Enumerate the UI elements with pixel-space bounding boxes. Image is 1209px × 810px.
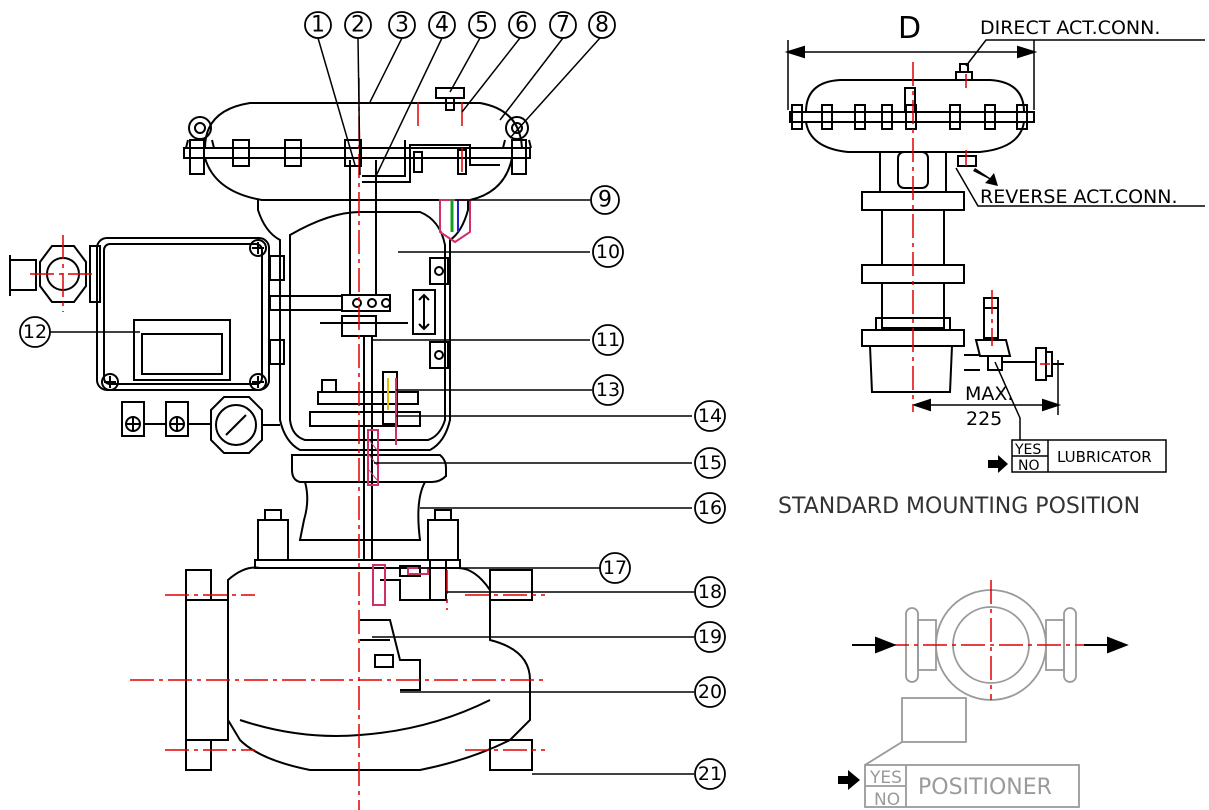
bonnet-flange [291,454,447,483]
callout-7: 7 [556,13,570,38]
callout-14: 14 [698,405,722,427]
leader-lines [50,37,694,775]
positioner-label: POSITIONER [918,775,1052,800]
bonnet [298,481,426,541]
callout-3: 3 [395,13,409,38]
callout-21: 21 [698,763,722,785]
mount-bolts [791,104,1028,130]
callout-5: 5 [475,13,489,38]
vent-plug [435,87,465,99]
callout-20: 20 [698,681,722,703]
callout-19: 19 [698,626,722,648]
max-value: 225 [966,408,1002,430]
positioner-no: NO [874,790,900,810]
max-label: MAX. [965,383,1013,405]
callout-numbers: 1 2 3 4 5 6 7 8 9 10 11 12 13 14 15 16 1… [23,13,722,786]
callout-9: 9 [598,188,612,213]
terminal-icon [121,401,210,437]
callout-16: 16 [698,497,722,519]
callout-1: 1 [311,13,325,38]
callout-2: 2 [351,13,365,38]
lubricator-option-box [1011,439,1167,473]
lubricator-label: LUBRICATOR [1057,448,1152,466]
arrow-icon [973,168,998,186]
positioner-body [9,237,343,454]
callout-18: 18 [698,581,722,603]
lifting-eye-left-inner [194,122,206,134]
lifting-eye-left [188,116,212,140]
sectioned-parts [367,199,471,606]
callout-6: 6 [515,13,529,38]
standard-mounting-title: STANDARD MOUNTING POSITION [778,494,1140,519]
gauge-icon [210,396,263,454]
arrow-icon [852,636,897,654]
reverse-act-conn-label: REVERSE ACT.CONN. [980,186,1178,208]
cable-gland-hex [39,245,87,303]
actuator-lower-case [204,157,513,201]
callout-12: 12 [23,321,47,343]
arrow-icon [988,455,1008,473]
main-section-view [183,87,533,771]
center-lines [30,78,545,810]
callout-8: 8 [595,13,609,38]
callout-10: 10 [596,241,620,263]
dimension-d-label: D [898,11,921,46]
callout-13: 13 [596,379,620,401]
callouts [19,11,726,790]
inlet-flange [185,599,229,741]
arrow-icon [838,770,860,790]
outlet-flange [489,569,533,601]
flange-bolts [189,139,527,175]
lifting-eye-right-inner [511,122,523,134]
top-view-center-lines [885,580,1098,700]
arrow-icon [1084,636,1129,654]
lubricator-yes: YES [1014,442,1041,458]
positioner-yes: YES [869,768,902,788]
callout-17: 17 [603,557,627,579]
callout-4: 4 [435,13,449,38]
callout-11: 11 [596,329,620,351]
standard-mounting-view [784,39,1205,440]
valve-body [227,566,531,771]
stroke-indicator [412,289,436,335]
actuator-upper-case [203,102,524,149]
mount-center-lines [912,62,1050,412]
direct-act-conn-label: DIRECT ACT.CONN. [980,17,1160,39]
lubricator-no: NO [1018,458,1040,474]
callout-15: 15 [698,452,722,474]
actuator-flange [183,147,531,159]
